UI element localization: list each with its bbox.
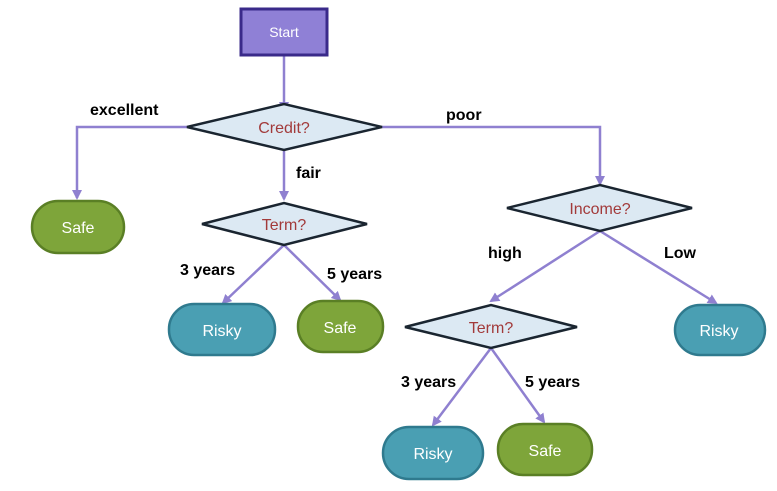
leaf-risky-left: Risky [167,302,277,357]
decision-credit-label: Credit? [258,120,310,137]
edge-label-right-3years: 3 years [401,374,456,391]
leaf-risky-bottom: Risky [381,425,485,481]
leaf-risky-low-label: Risky [699,323,738,340]
edge-term-left-3years [221,244,285,305]
edge-label-excellent: excellent [90,102,159,119]
edge-credit-poor [382,125,605,186]
leaf-safe-excellent: Safe [30,199,126,255]
edge-label-poor: poor [446,107,482,124]
edge-term-right-5years [489,347,546,424]
edge-label-right-5years: 5 years [525,374,580,391]
edge-term-right-3years [431,347,492,427]
edge-label-left-5years: 5 years [327,266,382,283]
edge-credit-excellent [72,125,187,200]
edge-income-low [599,229,718,305]
edge-income-high [489,229,601,303]
edge-label-left-3years: 3 years [180,262,235,279]
decision-term-left-label: Term? [262,217,307,234]
start-node: Start [239,7,329,57]
decision-income-label: Income? [569,201,630,218]
edge-label-fair: fair [296,165,321,182]
leaf-risky-low: Risky [673,303,767,357]
leaf-risky-bottom-label: Risky [413,446,452,463]
decision-term-left: Term? [201,201,368,247]
edge-term-left-5years [283,244,342,302]
edge-label-high: high [488,245,522,262]
decision-income: Income? [506,183,693,233]
leaf-safe-left-label: Safe [324,320,357,337]
leaf-safe-bottom-label: Safe [529,443,562,460]
decision-term-right: Term? [404,303,578,350]
edges [72,55,718,427]
leaf-risky-left-label: Risky [202,323,241,340]
leaf-safe-left: Safe [296,299,385,354]
leaf-safe-bottom: Safe [496,422,594,477]
start-label: Start [269,24,299,40]
leaf-safe-excellent-label: Safe [62,220,95,237]
edge-label-low: Low [664,245,697,262]
decision-credit: Credit? [186,102,383,152]
decision-term-right-label: Term? [469,320,514,337]
